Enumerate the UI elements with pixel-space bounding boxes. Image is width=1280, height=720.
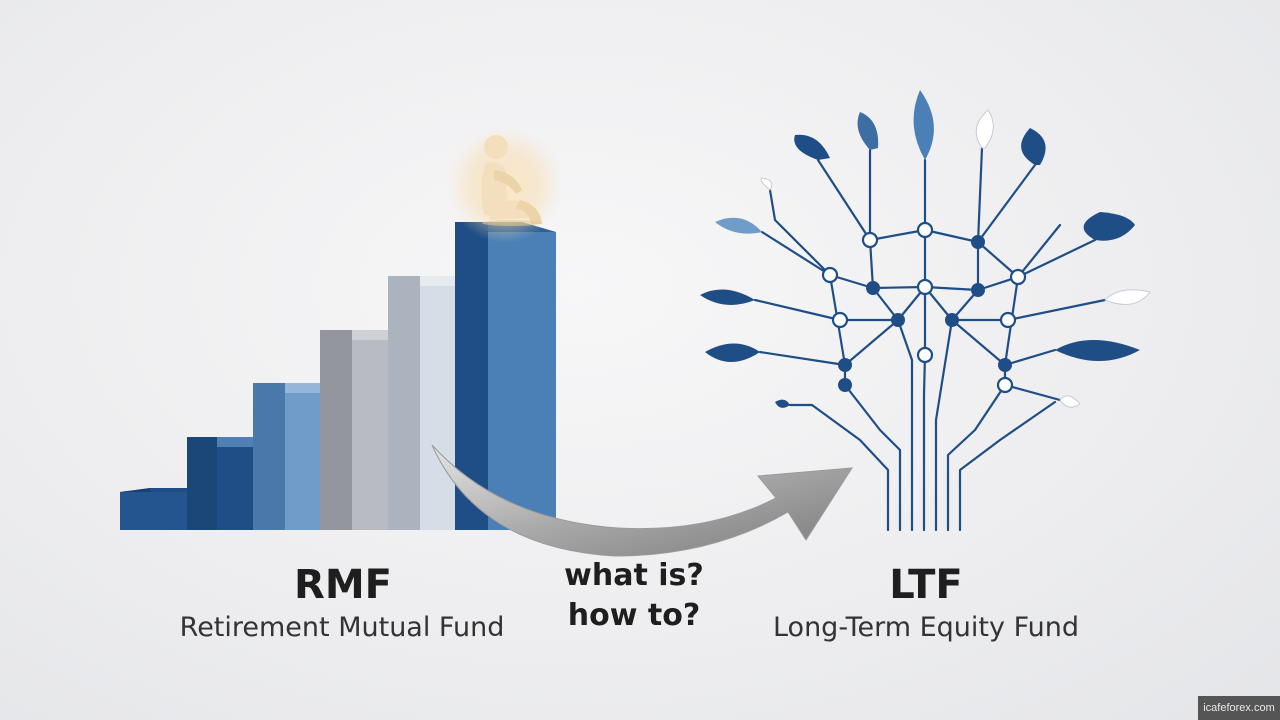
network-tree-icon — [700, 90, 1151, 532]
curved-arrow-icon — [431, 444, 853, 557]
watermark: icafeforex.com — [1198, 696, 1280, 720]
question-what-is: what is? — [564, 558, 704, 593]
ltf-title: LTF — [889, 562, 963, 608]
question-how-to: how to? — [567, 598, 701, 633]
staircase — [120, 222, 556, 530]
seated-person-icon — [447, 127, 563, 243]
rmf-title: RMF — [294, 562, 392, 608]
ltf-subtitle: Long-Term Equity Fund — [772, 612, 1079, 643]
rmf-subtitle: Retirement Mutual Fund — [179, 612, 505, 643]
